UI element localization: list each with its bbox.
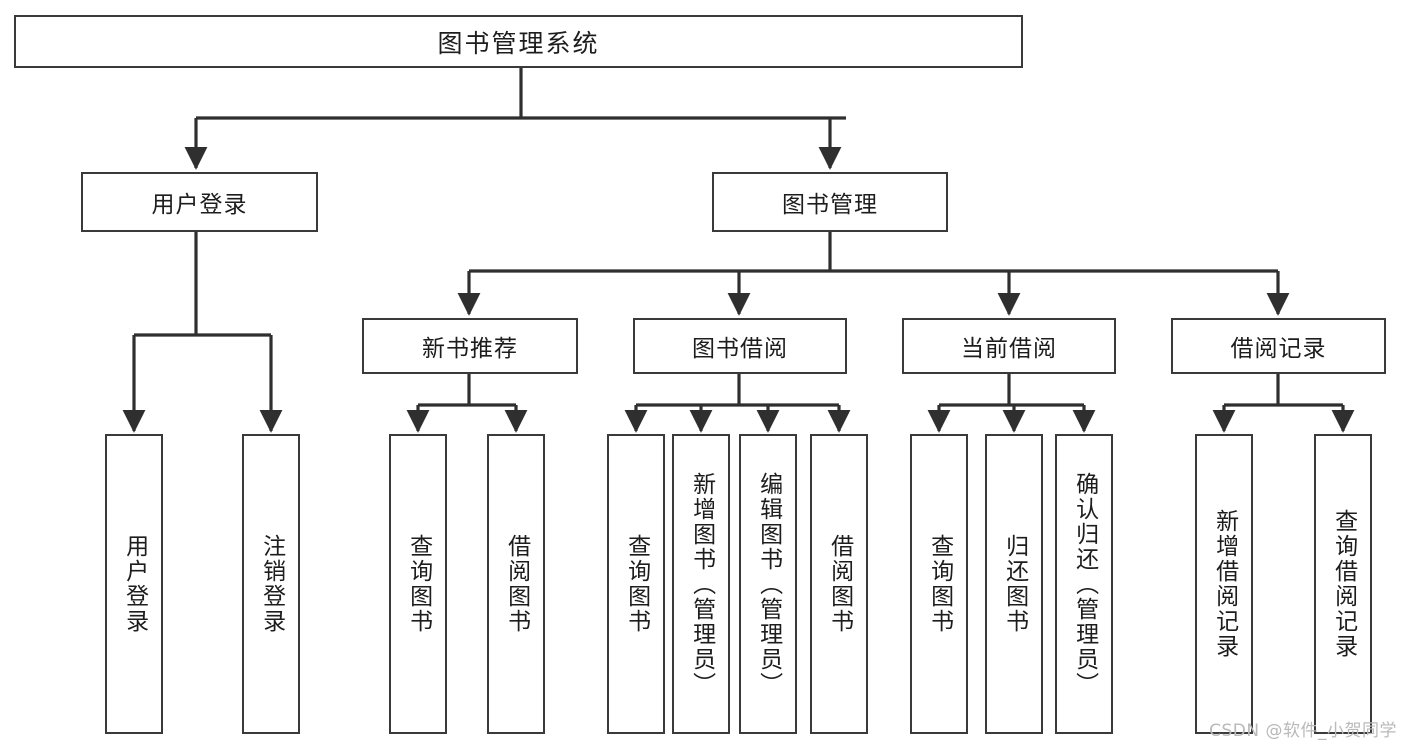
node-label: 用户登录 — [121, 534, 148, 634]
node-label: 图书借阅 — [692, 336, 788, 362]
node-label: 借阅图书 — [826, 534, 853, 634]
leaf-return-books[interactable]: 归还图书 — [985, 434, 1043, 734]
node-book-borrowing[interactable]: 图书借阅 — [633, 318, 847, 374]
node-root-system[interactable]: 图书管理系统 — [14, 15, 1023, 68]
leaf-edit-book-admin[interactable]: 编辑图书（管理员） — [739, 434, 797, 734]
csdn-watermark: CSDN @软件_小贺同学 — [1209, 721, 1397, 741]
node-new-book-recommend[interactable]: 新书推荐 — [362, 318, 578, 374]
node-label: 新书推荐 — [422, 336, 518, 362]
leaf-add-borrow-record[interactable]: 新增借阅记录 — [1195, 434, 1253, 734]
node-label: 确认归还（管理员） — [1071, 471, 1098, 697]
node-label: 当前借阅 — [961, 336, 1057, 362]
node-label: 新增图书（管理员） — [688, 471, 715, 697]
node-label: 借阅图书 — [503, 534, 530, 634]
node-label: 新增借阅记录 — [1211, 509, 1238, 659]
node-label: 注销登录 — [258, 534, 285, 634]
node-user-login[interactable]: 用户登录 — [81, 172, 318, 232]
node-label: 查询图书 — [405, 534, 432, 634]
leaf-query-books-newbook[interactable]: 查询图书 — [389, 434, 447, 734]
leaf-logout[interactable]: 注销登录 — [242, 434, 300, 734]
node-current-borrowing[interactable]: 当前借阅 — [902, 318, 1116, 374]
leaf-query-borrow-record[interactable]: 查询借阅记录 — [1314, 434, 1372, 734]
node-label: 查询图书 — [926, 534, 953, 634]
leaf-query-books-borrow[interactable]: 查询图书 — [607, 434, 665, 734]
leaf-add-book-admin[interactable]: 新增图书（管理员） — [672, 434, 730, 734]
leaf-user-login[interactable]: 用户登录 — [105, 434, 163, 734]
leaf-borrow-books-newbook[interactable]: 借阅图书 — [487, 434, 545, 734]
node-label: 查询借阅记录 — [1330, 509, 1357, 659]
node-label: 用户登录 — [151, 192, 248, 218]
node-label: 借阅记录 — [1230, 336, 1327, 362]
node-borrow-records[interactable]: 借阅记录 — [1171, 318, 1386, 374]
leaf-confirm-return-admin[interactable]: 确认归还（管理员） — [1055, 434, 1113, 734]
leaf-query-books-current[interactable]: 查询图书 — [910, 434, 968, 734]
node-label: 查询图书 — [623, 534, 650, 634]
node-label: 归还图书 — [1001, 534, 1028, 634]
leaf-borrow-books[interactable]: 借阅图书 — [810, 434, 868, 734]
node-label: 图书管理 — [782, 192, 878, 218]
node-book-management[interactable]: 图书管理 — [712, 172, 948, 232]
node-label: 编辑图书（管理员） — [755, 471, 782, 697]
node-label: 图书管理系统 — [437, 28, 600, 58]
